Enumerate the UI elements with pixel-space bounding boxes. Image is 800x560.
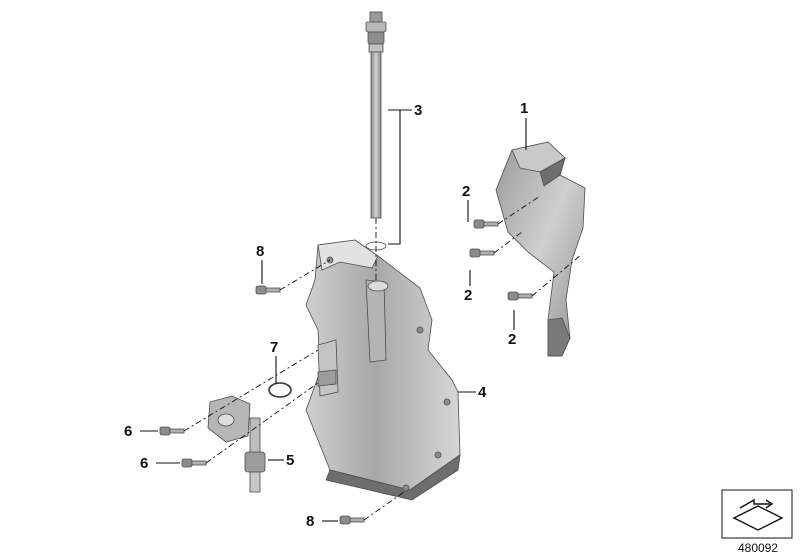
screw-2-middle — [469, 248, 495, 258]
callout-6-lower: 6 — [140, 455, 148, 472]
part-1-bracket — [495, 141, 586, 357]
callout-8-top: 8 — [256, 243, 264, 260]
part-3-dipstick — [365, 11, 387, 251]
flange-bracket — [207, 395, 251, 443]
diagram-code: 480092 — [737, 541, 779, 555]
screw-2-upper — [473, 219, 499, 229]
callout-4: 4 — [478, 384, 487, 401]
callout-7: 7 — [270, 339, 278, 356]
orientation-symbol — [721, 489, 793, 539]
leader-lines — [140, 109, 527, 522]
screw-8-bottom — [339, 515, 365, 525]
callout-2-upper: 2 — [462, 183, 470, 200]
assembly-lines — [183, 195, 583, 521]
screw-2-lower — [507, 291, 533, 301]
callout-2-lower: 2 — [508, 331, 516, 348]
part-7-o-ring — [268, 382, 292, 398]
callout-1: 1 — [520, 100, 528, 117]
callout-2-middle: 2 — [464, 287, 472, 304]
callout-8-bottom: 8 — [306, 513, 314, 530]
callout-5: 5 — [286, 452, 294, 469]
part-5-fitting — [244, 417, 266, 493]
screw-6-upper — [159, 426, 185, 436]
callout-3: 3 — [414, 102, 422, 119]
screw-8-top — [255, 285, 281, 295]
screw-6-lower — [181, 458, 207, 468]
callout-6-upper: 6 — [124, 423, 132, 440]
part-4-housing — [305, 239, 461, 501]
